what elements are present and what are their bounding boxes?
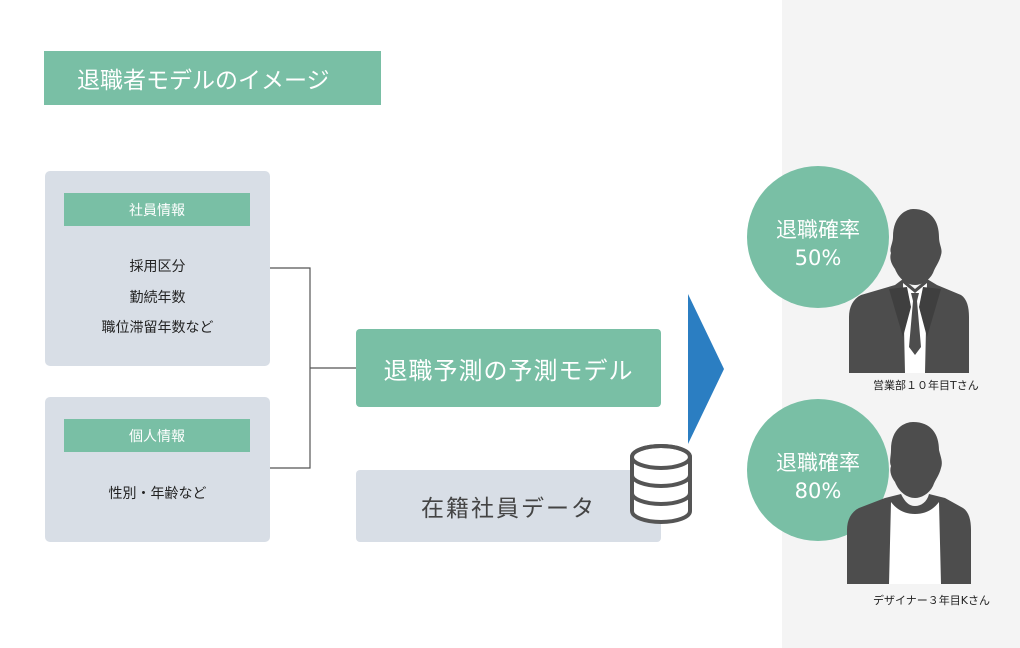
personal-info-item: 性別・年齢など — [108, 486, 207, 502]
personal-info-box: 個人情報 性別・年齢など — [45, 397, 270, 542]
database-icon — [630, 444, 692, 524]
employee-info-item: 勤続年数 — [129, 290, 186, 306]
employee-info-item: 採用区分 — [129, 259, 186, 275]
employee-info-header: 社員情報 — [64, 193, 250, 226]
employee-info-box: 社員情報 採用区分 勤続年数 職位滞留年数など — [45, 171, 270, 366]
probability-circle-1: 退職確率 50% — [747, 166, 889, 308]
personal-info-header: 個人情報 — [64, 419, 250, 452]
person-suit-icon — [849, 209, 969, 373]
probability-value: 80% — [794, 479, 842, 503]
prediction-model-box: 退職予測の予測モデル — [356, 329, 661, 407]
person-caption: デザイナー３年目Kさん — [873, 594, 990, 607]
diagram-title: 退職者モデルのイメージ — [44, 51, 381, 105]
probability-label: 退職確率 — [776, 218, 860, 242]
person-caption: 営業部１０年目Tさん — [873, 379, 979, 392]
probability-value: 50% — [794, 246, 842, 270]
employee-data-box: 在籍社員データ — [356, 470, 661, 542]
person-casual-icon — [847, 422, 971, 584]
probability-label: 退職確率 — [776, 451, 860, 475]
arrow-right-icon — [688, 294, 724, 444]
employee-info-item: 職位滞留年数など — [101, 320, 214, 336]
